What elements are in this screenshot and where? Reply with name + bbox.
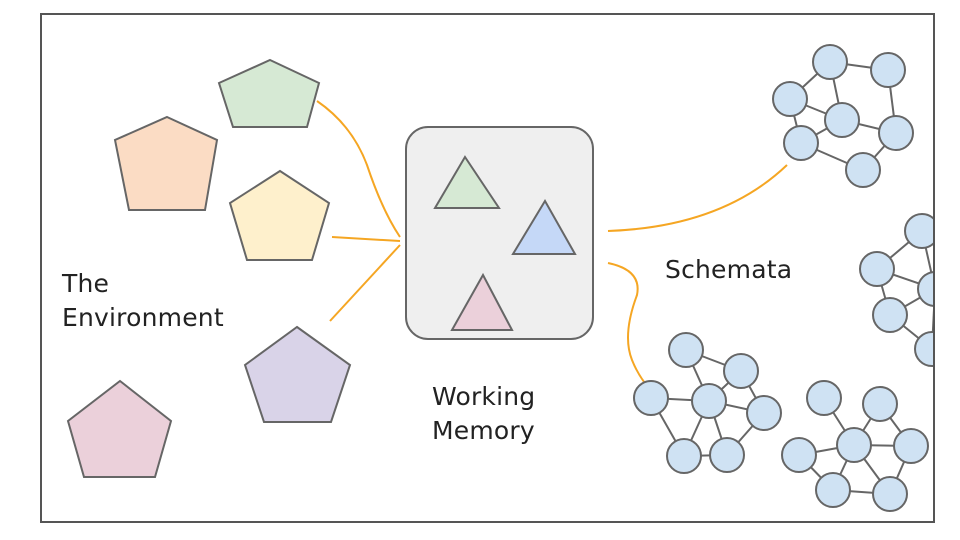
pentagon-orange bbox=[113, 115, 219, 211]
schema-node bbox=[746, 395, 782, 431]
schema-node bbox=[859, 251, 895, 287]
schema-node bbox=[914, 331, 933, 367]
schema-cluster-bottom-left bbox=[633, 332, 782, 474]
schema-cluster-right bbox=[859, 213, 933, 367]
schema-node bbox=[815, 472, 851, 508]
schema-node bbox=[862, 386, 898, 422]
connector-green-to-memory bbox=[316, 100, 401, 238]
schema-node bbox=[806, 380, 842, 416]
schema-node bbox=[824, 102, 860, 138]
diagram-canvas bbox=[66, 44, 933, 512]
triangle-pink bbox=[450, 272, 514, 331]
schema-node bbox=[870, 52, 906, 88]
schema-node bbox=[872, 297, 908, 333]
pentagon-purple bbox=[243, 325, 352, 423]
schema-node bbox=[845, 152, 881, 188]
schema-node bbox=[917, 271, 933, 307]
schema-node bbox=[872, 476, 908, 512]
schema-node bbox=[781, 437, 817, 473]
connector-memory-to-bottom-cluster bbox=[607, 262, 649, 388]
schemata-connectors bbox=[607, 164, 788, 388]
schema-node bbox=[783, 125, 819, 161]
schemata-label: Schemata bbox=[665, 255, 793, 284]
schema-node bbox=[668, 332, 704, 368]
connector-memory-to-top-cluster bbox=[607, 164, 788, 232]
schema-node bbox=[812, 44, 848, 80]
schema-node bbox=[709, 437, 745, 473]
pentagon-yellow bbox=[228, 169, 331, 261]
schema-cluster-top bbox=[772, 44, 914, 188]
schema-cluster-bottom-right bbox=[781, 380, 929, 512]
diagram-frame: The Environment Working Memory Schemata bbox=[40, 13, 935, 523]
triangle-blue bbox=[511, 199, 577, 255]
schema-node bbox=[666, 438, 702, 474]
connector-purple-to-memory bbox=[329, 244, 401, 322]
schema-node bbox=[878, 115, 914, 151]
connector-yellow-to-memory bbox=[331, 236, 401, 242]
schema-node bbox=[633, 380, 669, 416]
environment-label: The Environment bbox=[62, 269, 224, 332]
triangle-green bbox=[433, 155, 501, 209]
environment-connectors bbox=[316, 100, 401, 322]
working-memory-label: Working Memory bbox=[432, 382, 536, 445]
schema-node bbox=[893, 428, 929, 464]
pentagon-green bbox=[217, 58, 321, 128]
schema-node bbox=[772, 81, 808, 117]
schema-node bbox=[836, 427, 872, 463]
schema-node bbox=[904, 213, 933, 249]
pentagon-pink bbox=[66, 379, 173, 478]
schema-node bbox=[723, 353, 759, 389]
schema-node bbox=[691, 383, 727, 419]
